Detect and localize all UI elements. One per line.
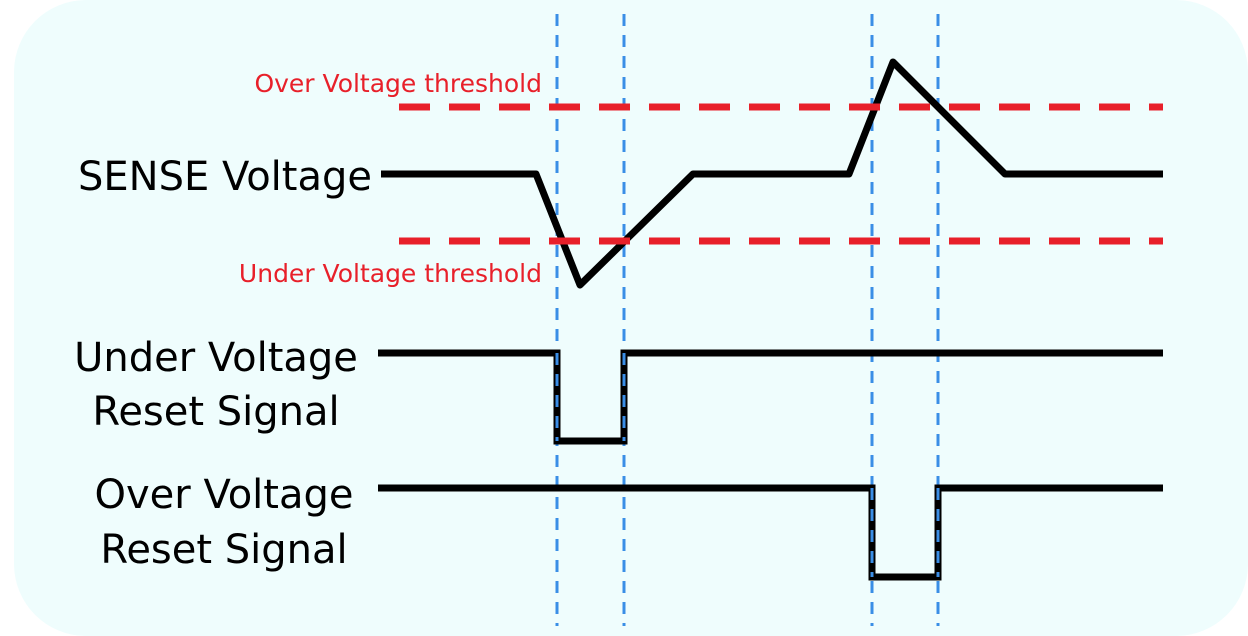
under-voltage-reset-label-line1: Under Voltage [74, 335, 358, 381]
over-voltage-threshold-label: Over Voltage threshold [254, 69, 542, 98]
time-marker-overlays [555, 353, 940, 577]
diagram-panel [14, 0, 1248, 636]
under-voltage-reset-waveform [378, 349, 1163, 445]
sense-voltage-waveform [381, 58, 1163, 289]
under-voltage-reset-label-line2: Reset Signal [92, 389, 339, 435]
over-voltage-reset-label-line1: Over Voltage [95, 472, 354, 518]
over-voltage-reset-label-line2: Reset Signal [100, 527, 347, 573]
under-voltage-threshold-label: Under Voltage threshold [239, 259, 542, 288]
sense-voltage-label: SENSE Voltage [78, 154, 372, 200]
over-voltage-reset-waveform [378, 484, 1163, 581]
